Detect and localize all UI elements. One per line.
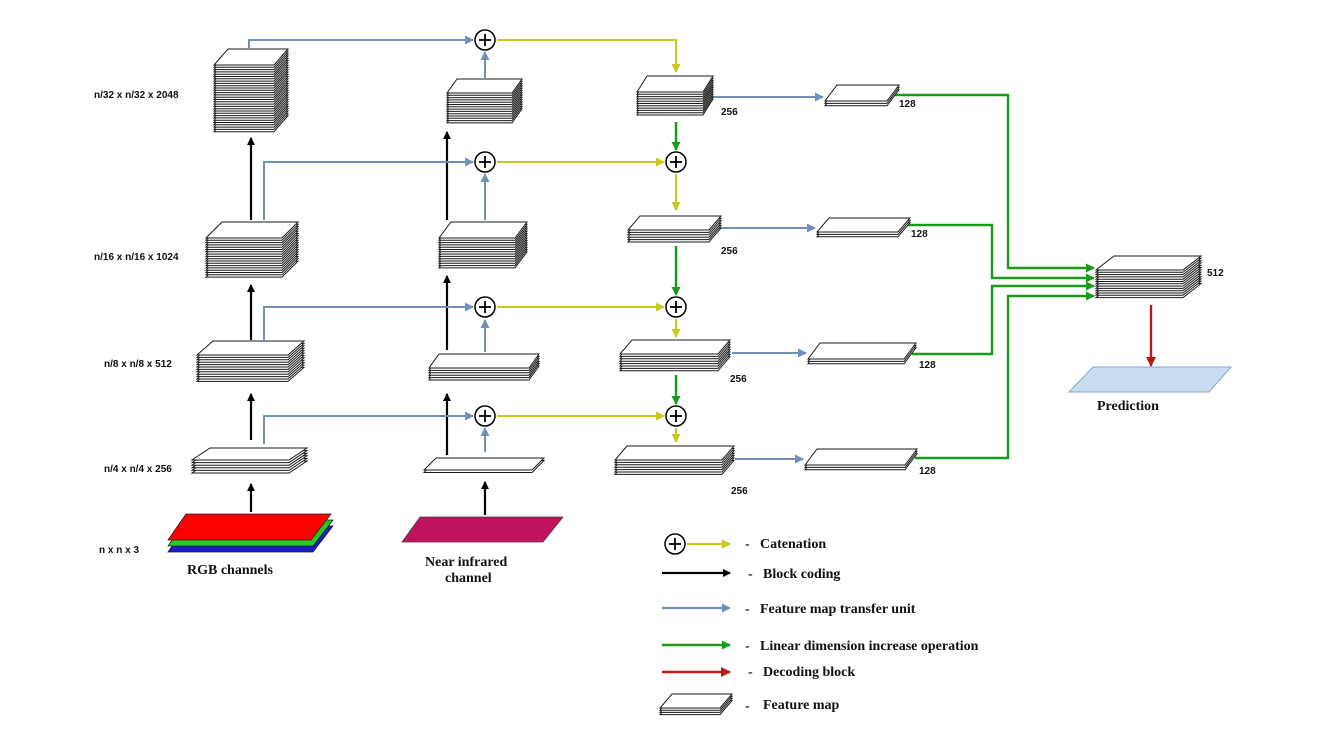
prediction-caption: Prediction (1097, 399, 1159, 414)
catenation-node (665, 405, 687, 427)
catenation-arrow (497, 39, 681, 73)
reduced-channels-4: 128 (919, 466, 936, 477)
cat-feature-map-2 (626, 215, 723, 243)
increase-arrow (912, 281, 1095, 356)
legend-label-feature-map: Feature map (763, 698, 840, 713)
feature-map-sheet (626, 215, 723, 231)
reduced-feature-map-1 (824, 84, 900, 107)
reduced-channels-1: 128 (899, 99, 916, 110)
level-label-n16: n/16 x n/16 x 1024 (94, 252, 179, 263)
catenation-node (665, 151, 687, 173)
feature-map-layer (190, 48, 1203, 475)
catenation-channels-4: 256 (731, 486, 748, 497)
nir-feature-map-1024 (438, 221, 528, 269)
increase-arrow (893, 93, 1095, 273)
catenation-channels-1: 256 (721, 107, 738, 118)
nir-caption-line2: channel (445, 571, 492, 586)
legend-label-catenation: Catenation (760, 537, 826, 552)
catenation-node (474, 29, 496, 51)
connector-layer (247, 35, 1156, 515)
legend-dash-1: - (745, 537, 750, 552)
level-label-n8: n/8 x n/8 x 512 (104, 359, 172, 370)
catenation-channels-3: 256 (730, 374, 747, 385)
feature-map-sheet (815, 217, 912, 233)
output-feature-map-512 (1094, 255, 1203, 299)
reduced-feature-map-2 (815, 217, 912, 238)
rgb-input (167, 513, 334, 553)
nir-feature-map-2048 (446, 78, 523, 124)
nir-plane (401, 516, 564, 543)
feature-map-sheet (618, 339, 732, 355)
legend-label-increase: Linear dimension increase operation (760, 639, 979, 654)
nir-feature-map-256 (422, 457, 546, 473)
legend-dash-5: - (748, 665, 753, 680)
feature-map-sheet (438, 221, 528, 239)
output-channels: 512 (1207, 268, 1224, 279)
level-label-n4: n/4 x n/4 x 256 (104, 464, 172, 475)
legend-dash-6: - (745, 699, 750, 714)
legend-label-block-coding: Block coding (763, 567, 840, 582)
catenation-node (474, 151, 496, 173)
legend-icons (658, 533, 734, 716)
rgb-feature-map-1024 (204, 221, 300, 278)
feature-map-sheet (212, 48, 290, 66)
legend-dash-3: - (745, 602, 750, 617)
level-label-n: n x n x 3 (99, 545, 139, 556)
feature-map-sheet (428, 353, 540, 369)
feature-map-sheet (807, 342, 917, 360)
legend-dash-4: - (745, 639, 750, 654)
cat-feature-map-1 (636, 75, 714, 116)
rgb-caption: RGB channels (187, 563, 274, 578)
transfer-arrow (248, 35, 474, 48)
feature-map-sheet (422, 457, 546, 471)
catenation-nodes (474, 29, 687, 427)
rgb-plane-red (167, 513, 332, 541)
legend-dash-2: - (748, 567, 753, 582)
catenation-channels-2: 256 (721, 246, 738, 257)
increase-arrow (915, 291, 1095, 460)
cat-feature-map-3 (618, 339, 732, 372)
reduced-channels-3: 128 (919, 360, 936, 371)
catenation-node (665, 296, 687, 318)
transfer-arrow (263, 157, 474, 220)
legend-catenation-icon (664, 533, 686, 555)
reduced-channels-2: 128 (911, 229, 928, 240)
feature-map-sheet (1094, 255, 1203, 271)
legend-label-decoding: Decoding block (763, 665, 855, 680)
feature-map-sheet (204, 221, 300, 239)
nir-feature-map-512 (428, 353, 540, 381)
feature-map-sheet (804, 448, 918, 466)
feature-map-sheet (636, 75, 714, 93)
level-label-n32: n/32 x n/32 x 2048 (94, 90, 179, 101)
nir-caption-line1: Near infrared (425, 555, 508, 570)
catenation-node (474, 296, 496, 318)
feature-map-sheet (613, 445, 736, 461)
catenation-node (474, 405, 496, 427)
legend-label-transfer: Feature map transfer unit (760, 602, 916, 617)
legend: - Catenation - Block coding - Feature ma… (658, 533, 979, 716)
legend-feature-map-icon (658, 693, 734, 716)
feature-map-sheet (824, 84, 900, 102)
rgb-feature-map-2048 (212, 48, 290, 133)
feature-map-sheet (446, 78, 523, 94)
rgb-feature-map-256 (190, 447, 309, 474)
cat-feature-map-4 (613, 445, 736, 475)
reduced-feature-map-3 (807, 342, 917, 365)
increase-arrow (905, 223, 1095, 283)
feature-map-sheet (190, 447, 309, 461)
reduced-feature-map-4 (804, 448, 918, 471)
rgb-feature-map-512 (195, 340, 306, 382)
feature-map-sheet (195, 340, 306, 356)
prediction-plane (1067, 366, 1233, 393)
transfer-arrow (263, 302, 474, 340)
transfer-arrow (263, 411, 474, 444)
